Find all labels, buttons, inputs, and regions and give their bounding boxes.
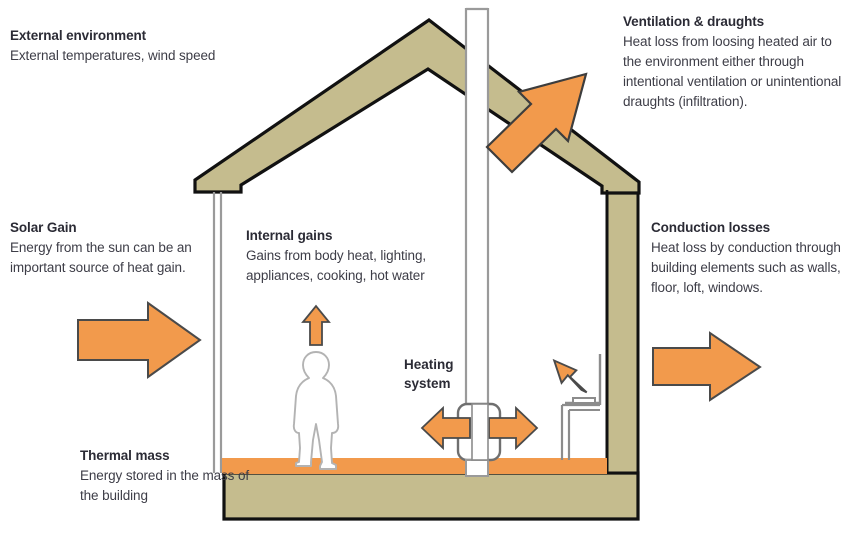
callout-title: Thermal mass	[80, 448, 170, 463]
callout-title: External environment	[10, 28, 147, 43]
arrow-solar-gain	[77, 301, 202, 379]
thermal-mass-band	[222, 458, 607, 474]
kitchen-appliance	[560, 354, 602, 460]
right-wall	[605, 184, 640, 475]
floor-slab	[222, 471, 640, 521]
arrow-conduction-loss	[652, 331, 762, 402]
callout-thermal-mass: Thermal mass Energy stored in the mass o…	[80, 446, 250, 506]
callout-conduction-losses: Conduction losses Heat loss by conductio…	[651, 218, 856, 298]
radiator-core	[471, 403, 489, 461]
callout-body: Gains from body heat, lighting, applianc…	[246, 248, 427, 283]
callout-title: Internal gains	[246, 228, 333, 243]
callout-solar-gain: Solar Gain Energy from the sun can be an…	[10, 218, 242, 278]
callout-body: Heat loss by conduction through building…	[651, 240, 841, 295]
callout-ventilation-draughts: Ventilation & draughts Heat loss from lo…	[623, 12, 853, 112]
arrow-radiator-left	[420, 405, 471, 451]
callout-title: Ventilation & draughts	[623, 14, 765, 29]
arrow-ventilation-loss	[485, 72, 588, 174]
left-wall	[212, 192, 223, 473]
callout-body: Energy from the sun can be an important …	[10, 240, 192, 275]
arrow-body-heat	[301, 304, 331, 346]
arrow-appliance-heat	[552, 358, 588, 394]
occupant-figure	[292, 351, 340, 470]
callout-body: Heat loss from loosing heated air to the…	[623, 34, 842, 109]
callout-external-environment: External environment External temperatur…	[10, 26, 235, 66]
arrow-radiator-right	[488, 405, 539, 451]
callout-internal-gains: Internal gains Gains from body heat, lig…	[246, 226, 466, 286]
pitched-roof	[193, 18, 641, 195]
callout-title: Solar Gain	[10, 220, 77, 235]
callout-title: Conduction losses	[651, 220, 771, 235]
callout-body: External temperatures, wind speed	[10, 48, 216, 63]
callout-body: Energy stored in the mass of the buildin…	[80, 468, 250, 503]
flue-pipe	[464, 7, 490, 408]
